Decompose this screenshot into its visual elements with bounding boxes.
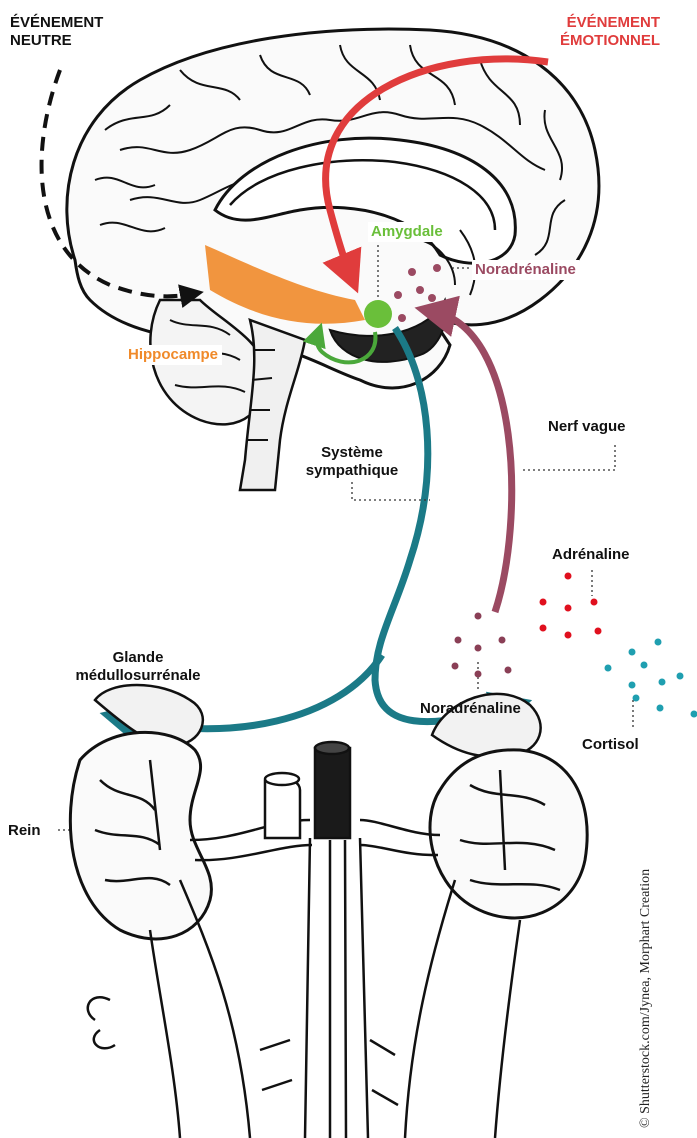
adrenal-gland-label: Glande médullosurrénale: [35, 649, 241, 685]
amygdala-label: Amygdale: [368, 222, 446, 242]
adrenaline-dots: [540, 573, 602, 639]
kidney-label: Rein: [8, 822, 41, 840]
noradrenaline-brain-label: Noradrénaline: [472, 260, 579, 280]
cortisol-dots: [605, 639, 697, 718]
emotional-event-label: ÉVÉNEMENT ÉMOTIONNEL: [505, 14, 660, 50]
adrenaline-label: Adrénaline: [552, 546, 630, 564]
hippocampus-label: Hippocampe: [124, 345, 222, 365]
noradrenaline-body-label: Noradrénaline: [420, 700, 521, 718]
vagus-nerve-label: Nerf vague: [548, 418, 626, 436]
sympathetic-system-label: Système sympathique: [290, 444, 414, 480]
cortisol-label: Cortisol: [582, 736, 639, 754]
kidneys-drawing: [70, 685, 587, 1138]
neutral-event-label: ÉVÉNEMENT NEUTRE: [10, 14, 103, 50]
body-noradrenaline-dots: [452, 613, 512, 678]
image-credit: © Shutterstock.com/Jynea, Morphart Creat…: [638, 869, 654, 1128]
amygdala-spot: [364, 300, 392, 328]
